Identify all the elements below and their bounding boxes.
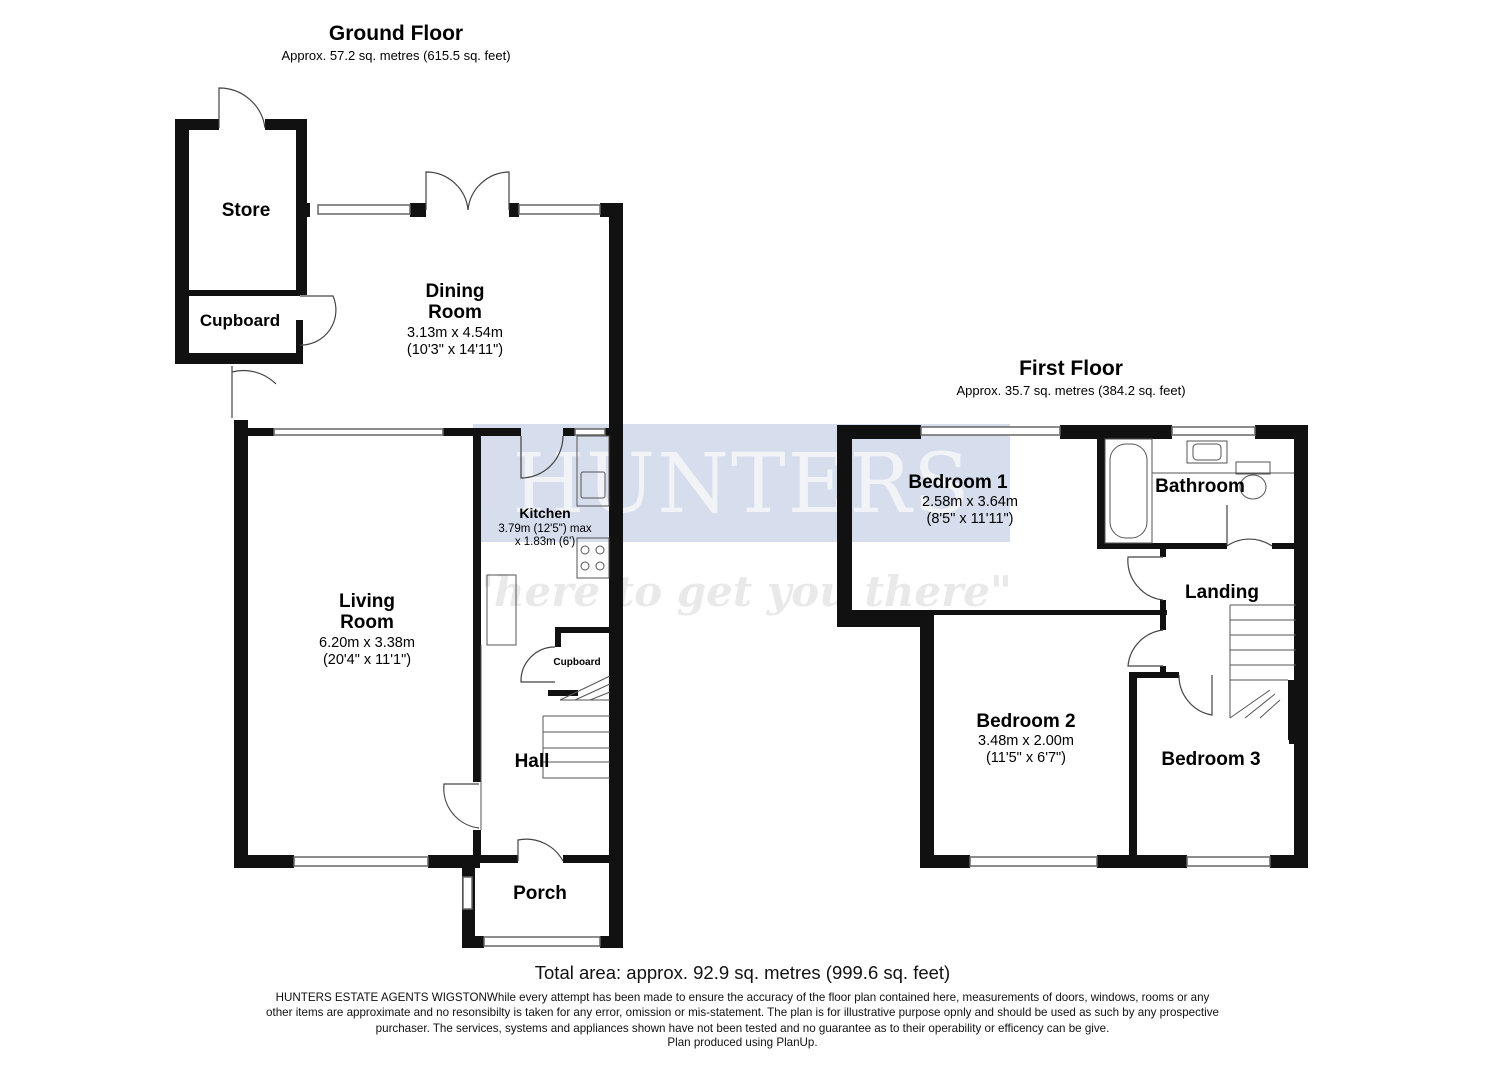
first-floor-walls: [837, 425, 1308, 868]
first-floor-windows: [920, 426, 1271, 867]
room-bedroom3-label: Bedroom 3: [1161, 749, 1260, 770]
svg-text:HUNTERS: HUNTERS: [513, 437, 972, 532]
room-living-dim-ft: (20'4" x 11'1"): [323, 652, 411, 668]
first-floor-doors: [1127, 505, 1273, 716]
room-kitchen-name: Kitchen: [519, 505, 570, 521]
floor-plan-drawing: HUNTERS "here to get you there" Ground F…: [175, 22, 1308, 948]
room-landing-label: Landing: [1185, 582, 1259, 603]
total-area: Total area: approx. 92.9 sq. metres (999…: [534, 962, 951, 983]
room-kitchen-dim1: 3.79m (12'5") max: [498, 523, 591, 535]
room-bedroom2-dim-ft: (11'5" x 6'7"): [986, 750, 1066, 766]
svg-text:"here to get you there": "here to get you there": [472, 567, 1012, 616]
first-floor-stairs: [1229, 604, 1296, 719]
room-small-cupboard-label: Cupboard: [553, 657, 600, 668]
room-living-name2: Room: [340, 612, 394, 633]
ground-floor-stairs: [542, 675, 611, 779]
room-dining-dim-ft: (10'3" x 14'11"): [407, 342, 503, 358]
room-bedroom1-dim-ft: (8'5" x 11'11"): [926, 511, 1013, 527]
ground-floor-title: Ground Floor: [329, 22, 463, 45]
hunters-watermark: HUNTERS "here to get you there": [472, 424, 1012, 616]
room-bedroom1-dim-m: 2.58m x 3.64m: [922, 494, 1018, 510]
room-cupboard-label: Cupboard: [200, 311, 280, 330]
first-floor-area: Approx. 35.7 sq. metres (384.2 sq. feet): [956, 383, 1185, 398]
first-floor-title: First Floor: [1019, 357, 1123, 380]
room-porch-label: Porch: [513, 883, 567, 904]
room-store-label: Store: [222, 200, 271, 221]
plan-footer: Total area: approx. 92.9 sq. metres (999…: [0, 962, 1485, 1049]
room-bedroom2-name: Bedroom 2: [976, 711, 1075, 732]
kitchen-fittings: [480, 435, 610, 830]
room-bedroom1-name: Bedroom 1: [908, 472, 1008, 493]
room-bathroom-label: Bathroom: [1155, 476, 1245, 497]
bathroom-fittings: [1104, 438, 1294, 544]
room-dining-name1: Dining: [425, 281, 484, 302]
room-kitchen-dim2: x 1.83m (6'): [515, 536, 576, 548]
plan-credit: Plan produced using PlanUp.: [667, 1035, 818, 1049]
ground-floor-doors: [218, 87, 564, 862]
room-living-name1: Living: [339, 591, 395, 612]
room-dining-name2: Room: [428, 302, 482, 323]
room-bedroom2-dim-m: 3.48m x 2.00m: [978, 733, 1074, 749]
room-living-dim-m: 6.20m x 3.38m: [319, 635, 415, 651]
disclaimer-text: HUNTERS ESTATE AGENTS WIGSTONWhile every…: [266, 991, 1219, 1035]
room-dining-dim-m: 3.13m x 4.54m: [407, 325, 503, 341]
ground-floor-windows: [273, 204, 606, 947]
ground-floor-walls: [175, 119, 623, 948]
room-hall-label: Hall: [515, 751, 550, 772]
ground-floor-area: Approx. 57.2 sq. metres (615.5 sq. feet): [281, 48, 510, 63]
